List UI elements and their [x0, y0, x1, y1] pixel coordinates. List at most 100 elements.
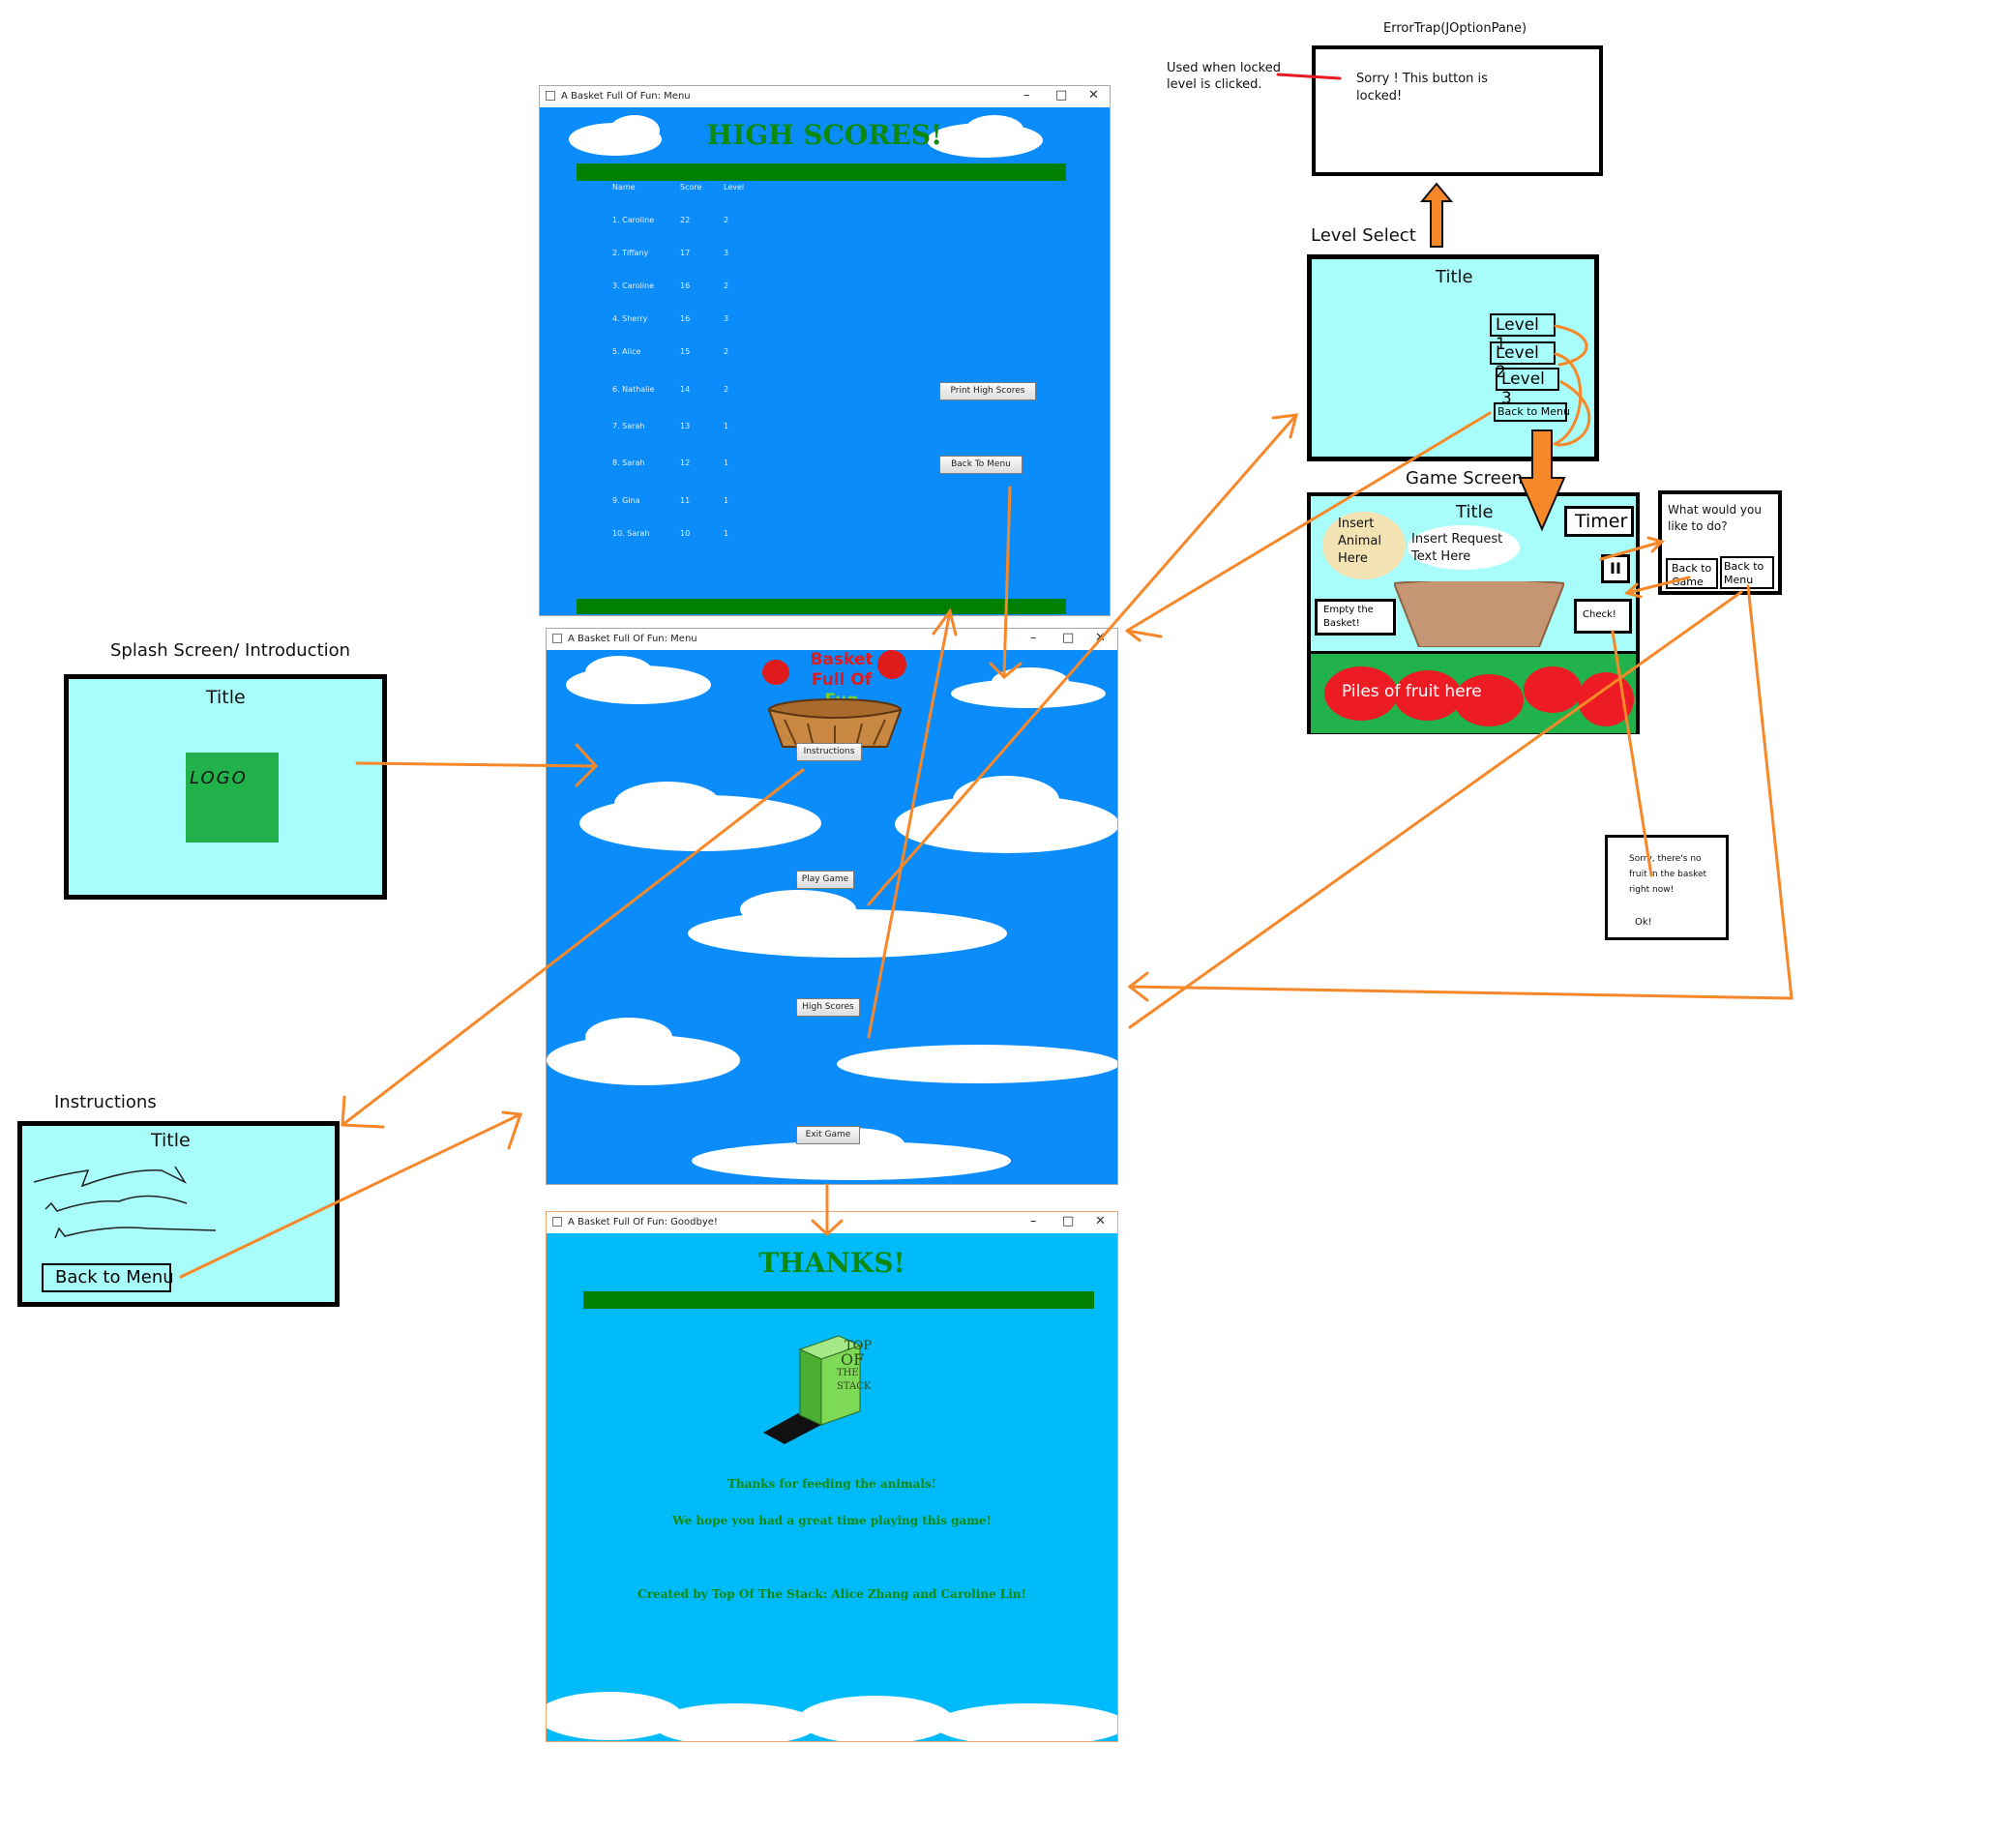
score-cell: 8. Sarah: [612, 458, 645, 467]
column-header: Name: [612, 183, 636, 192]
apple-icon: [762, 660, 789, 685]
close-icon[interactable]: ✕: [1095, 631, 1106, 645]
back-to-game-button[interactable]: Back to Game: [1666, 558, 1718, 589]
score-cell: 1: [724, 422, 729, 430]
no-fruit-dialog: Sorry, there's no fruit in the basket ri…: [1605, 835, 1729, 940]
title-bar: A Basket Full Of Fun: Menu – □ ✕: [547, 629, 1117, 650]
green-bar-top: [577, 163, 1066, 181]
high-scores-heading: HIGH SCORES!: [706, 119, 943, 151]
app-icon: [552, 634, 562, 643]
level-1-button[interactable]: Level 1: [1490, 313, 1556, 354]
stack-logo-line-1: TOP: [845, 1339, 873, 1353]
pause-back-to-menu-button[interactable]: Back to Menu: [1720, 556, 1774, 589]
arrow-head: [1127, 971, 1149, 1002]
column-header: Score: [680, 183, 702, 192]
level-select-sketch: Title Level 1 Level 2 Level 3 Back to Me…: [1307, 254, 1599, 461]
thanks-heading: THANKS!: [758, 1247, 905, 1279]
cloud: [992, 667, 1069, 696]
cloud: [965, 115, 1023, 144]
score-cell: 2: [724, 347, 729, 356]
cloud: [653, 1703, 817, 1741]
thanks-line-2: We hope you had a great time playing thi…: [672, 1514, 992, 1527]
score-cell: 1: [724, 458, 729, 467]
score-cell: 13: [680, 422, 691, 430]
print-high-scores-button[interactable]: Print High Scores: [939, 382, 1036, 400]
instructions-back-button[interactable]: Back to Menu: [42, 1263, 174, 1292]
maximize-icon[interactable]: □: [1062, 631, 1075, 645]
apple-5[interactable]: [1578, 672, 1634, 726]
up-arrow-icon: [1419, 182, 1454, 248]
check-button[interactable]: Check!: [1574, 599, 1632, 634]
minimize-icon[interactable]: –: [1030, 631, 1037, 645]
errortrap-dialog: Sorry ! This button is locked!: [1312, 45, 1603, 176]
stack-logo-line-3: THE: [837, 1368, 859, 1378]
stack-logo-text: TOP OF THE STACK: [837, 1340, 872, 1394]
instructions-title: Title: [151, 1130, 191, 1151]
score-cell: 2: [724, 385, 729, 394]
score-cell: 12: [680, 458, 691, 467]
maximize-icon[interactable]: □: [1062, 1214, 1075, 1228]
window-title: A Basket Full Of Fun: Menu: [561, 91, 691, 102]
instructions-button[interactable]: Instructions: [796, 743, 862, 761]
instructions-caption: Instructions: [54, 1092, 157, 1112]
cloud: [614, 782, 721, 826]
pause-button[interactable]: II: [1601, 554, 1630, 583]
back-to-menu-button[interactable]: Back to Menu: [1494, 402, 1570, 422]
score-cell: 22: [680, 216, 691, 224]
score-cell: 16: [680, 314, 691, 323]
goodbye-window: A Basket Full Of Fun: Goodbye! – □ ✕ THA…: [546, 1211, 1118, 1742]
top-of-the-stack-logo: [763, 1335, 862, 1444]
game-title: Title: [1456, 502, 1494, 522]
pause-dialog: What would you like to do? Back to Game …: [1658, 490, 1782, 595]
score-cell: 14: [680, 385, 691, 394]
logo-line-2: Full Of: [811, 670, 873, 690]
cloud: [609, 115, 660, 146]
score-cell: 16: [680, 281, 691, 290]
arrow-head: [1271, 413, 1299, 439]
level-3-button[interactable]: Level 3: [1496, 368, 1559, 408]
errortrap-caption: ErrorTrap(JOptionPane): [1383, 21, 1527, 36]
close-icon[interactable]: ✕: [1088, 88, 1099, 103]
close-icon[interactable]: ✕: [1095, 1214, 1106, 1228]
maximize-icon[interactable]: □: [1055, 88, 1068, 103]
no-fruit-message: Sorry, there's no fruit in the basket ri…: [1629, 854, 1707, 895]
back-to-menu-button[interactable]: Back To Menu: [939, 456, 1023, 474]
thanks-line-1: Thanks for feeding the animals!: [727, 1477, 936, 1491]
score-cell: 17: [680, 249, 691, 257]
cloud: [585, 1018, 672, 1056]
score-cell: 2: [724, 281, 729, 290]
minimize-icon[interactable]: –: [1030, 1214, 1037, 1228]
cloud: [798, 1696, 953, 1741]
score-cell: 9. Gina: [612, 496, 640, 505]
request-text: Insert Request Text Here: [1411, 532, 1503, 564]
title-bar: A Basket Full Of Fun: Menu – □ ✕: [540, 86, 1110, 107]
app-icon: [552, 1217, 562, 1227]
level-2-button[interactable]: Level 2: [1490, 341, 1556, 382]
splash-title: Title: [206, 687, 246, 708]
minimize-icon[interactable]: –: [1023, 88, 1030, 103]
score-cell: 1. Caroline: [612, 216, 655, 224]
apple-icon: [877, 650, 906, 679]
score-cell: 10. Sarah: [612, 529, 650, 538]
main-menu-window: A Basket Full Of Fun: Menu – □ ✕ Basket …: [546, 628, 1118, 1185]
play-game-button[interactable]: Play Game: [796, 871, 854, 889]
animal-text: Insert Animal Here: [1338, 517, 1381, 566]
score-cell: 2. Tiffany: [612, 249, 649, 257]
apple-4[interactable]: [1524, 666, 1582, 713]
empty-basket-button[interactable]: Empty the Basket!: [1315, 599, 1396, 636]
cloud: [585, 656, 653, 689]
exit-game-button[interactable]: Exit Game: [796, 1126, 860, 1144]
no-fruit-ok[interactable]: Ok!: [1635, 917, 1652, 928]
stack-logo-line-4: STACK: [837, 1381, 872, 1392]
timer-display: Timer: [1564, 506, 1634, 537]
instructions-sketch: Title Back to Menu: [17, 1121, 340, 1307]
credits-line: Created by Top Of The Stack: Alice Zhang…: [637, 1587, 1026, 1601]
logo-placeholder: LOGO: [186, 753, 279, 843]
high-scores-button[interactable]: High Scores: [796, 998, 860, 1017]
score-cell: 6. Nathalie: [612, 385, 655, 394]
basket-bowl: [1394, 581, 1564, 647]
arrow-head: [1126, 629, 1163, 642]
fruit-text: Piles of fruit here: [1342, 682, 1482, 701]
game-screen-sketch: Title Insert Animal Here Insert Request …: [1307, 492, 1640, 734]
